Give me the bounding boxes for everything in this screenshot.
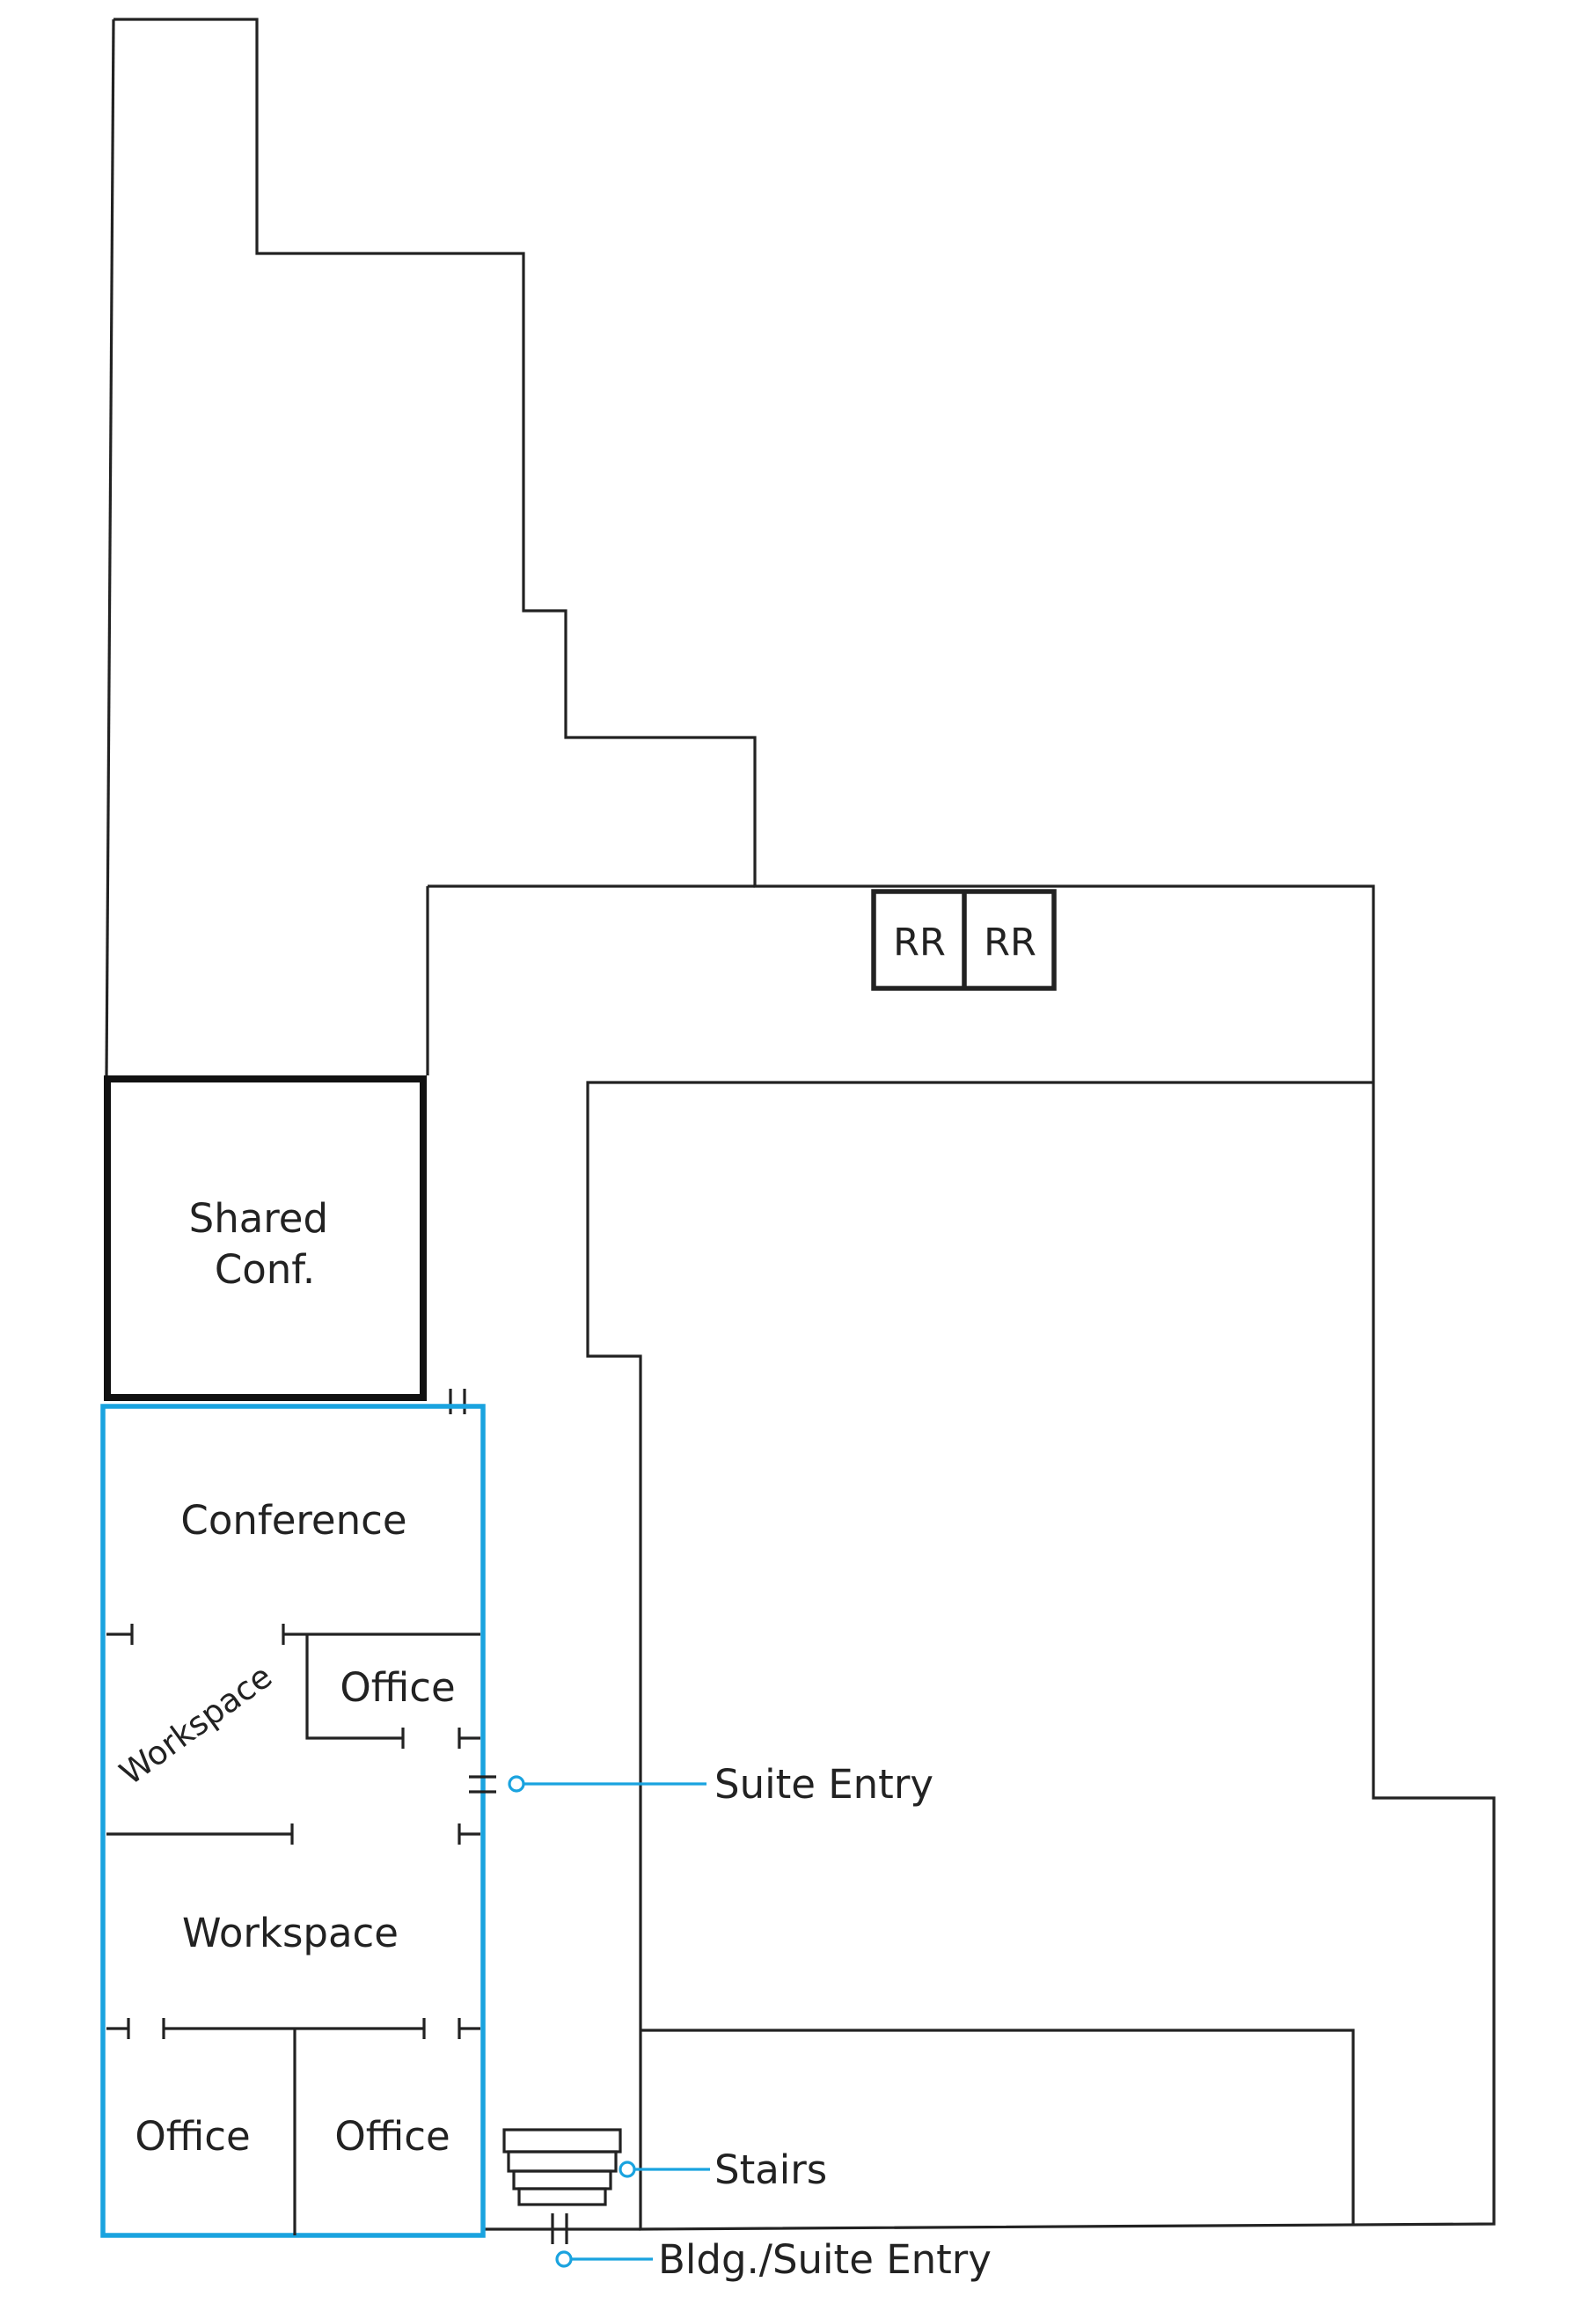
- room-label-workspace: Workspace: [182, 1910, 399, 1956]
- door-icon: [449, 1389, 466, 1414]
- north-tower-wall: [113, 18, 1496, 2231]
- shared-conference-room: Shared Conf.: [104, 1075, 466, 1414]
- shared-conf-line-2: Conf.: [215, 1246, 315, 1293]
- suite-outline: [100, 1404, 486, 2238]
- door-icon: [551, 2213, 568, 2244]
- west-wall: [105, 18, 115, 1078]
- suite: Conference Office Workspace Workspace Of…: [100, 1404, 496, 2238]
- building-outline: [105, 18, 1496, 2231]
- callout-label-suite-entry: Suite Entry: [714, 1761, 933, 1808]
- room-label-shared-conf: Shared Conf.: [189, 1195, 341, 1293]
- room-label-rr-right: RR: [984, 921, 1036, 965]
- stairs-icon: [502, 2128, 622, 2206]
- room-label-rr-left: RR: [893, 921, 946, 965]
- shared-conf-line-1: Shared: [189, 1195, 328, 1242]
- callout-stairs: Stairs: [619, 2146, 827, 2193]
- room-label-office-lower-right: Office: [334, 2113, 450, 2160]
- room-label-conference: Conference: [180, 1497, 406, 1544]
- door-icon: [469, 1775, 496, 1794]
- suite-interior-walls: [106, 1624, 480, 2235]
- room-label-workspace-diagonal: Workspace: [113, 1657, 279, 1793]
- corridor-wall: [426, 884, 755, 1075]
- callout-bldg-suite-entry: Bldg./Suite Entry: [555, 2236, 992, 2283]
- callout-label-stairs: Stairs: [714, 2146, 827, 2193]
- restrooms: RR RR: [871, 889, 1057, 991]
- callout-label-bldg-suite-entry: Bldg./Suite Entry: [658, 2236, 992, 2283]
- room-label-office-lower-left: Office: [135, 2113, 250, 2160]
- callout-suite-entry: Suite Entry: [508, 1761, 933, 1808]
- east-inner-wall: [641, 2029, 1355, 2224]
- room-label-office-upper: Office: [340, 1664, 455, 1711]
- shared-conference-walls: [104, 1075, 427, 1401]
